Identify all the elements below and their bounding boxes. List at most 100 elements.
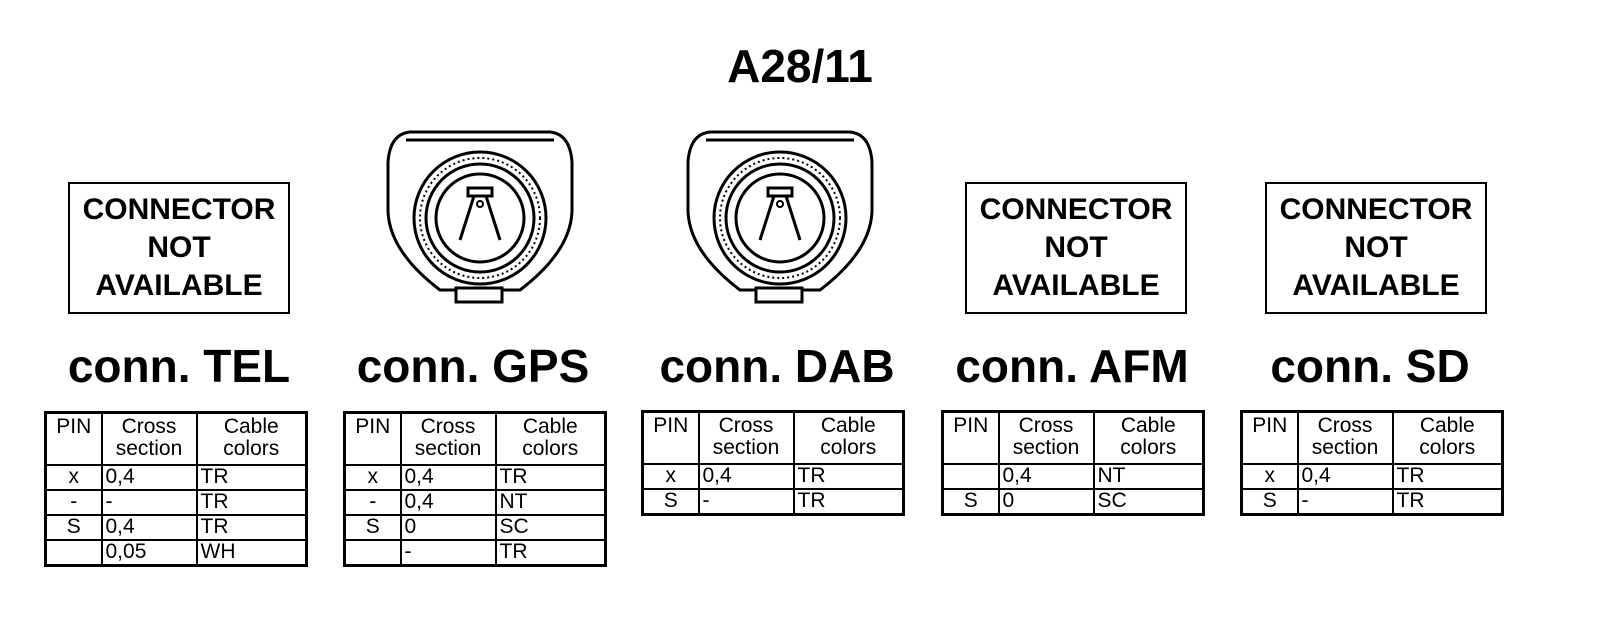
header-line: Cross xyxy=(121,415,177,438)
cross-section-cell: 0,05 xyxy=(100,539,198,567)
cable-color-cell: TR xyxy=(195,514,308,541)
sd-not-available-box: CONNECTOR NOT AVAILABLE xyxy=(1265,182,1487,314)
dab-connector-icon xyxy=(686,130,874,304)
header-line: section xyxy=(712,436,780,459)
na-line-2: NOT xyxy=(1044,231,1108,264)
header-line: section xyxy=(1012,436,1080,459)
header-line: Cross xyxy=(1018,414,1074,437)
na-line-1: CONNECTOR xyxy=(82,193,276,226)
cable-color-cell: NT xyxy=(1092,463,1205,490)
pin-cell: S xyxy=(941,488,1000,516)
conn-afm-label: conn. AFM xyxy=(955,340,1189,392)
na-line-3: AVAILABLE xyxy=(1292,269,1460,302)
header-line: Cable xyxy=(1120,414,1176,437)
conn-tel-label: conn. TEL xyxy=(67,340,291,392)
table-row: --TR xyxy=(44,489,308,516)
cable-color-cell: TR xyxy=(195,489,308,516)
pin-cell xyxy=(343,539,402,567)
pin-header: PIN xyxy=(44,411,103,466)
pin-cell: x xyxy=(343,464,402,491)
na-line-1: CONNECTOR xyxy=(979,193,1173,226)
cable-color-cell: SC xyxy=(494,514,607,541)
pin-cell xyxy=(44,539,103,567)
cable-color-cell: TR xyxy=(195,464,308,491)
cable-color-cell: TR xyxy=(494,464,607,491)
pin-header: PIN xyxy=(641,410,700,465)
header-line: colors xyxy=(1120,436,1177,459)
cross-section-cell: 0,4 xyxy=(399,464,497,491)
table-row: S-TR xyxy=(1240,488,1504,516)
header-line: colors xyxy=(223,437,280,460)
header-line: Cross xyxy=(1317,414,1373,437)
header-line: Cross xyxy=(718,414,774,437)
cross-section-cell: 0,4 xyxy=(997,463,1095,490)
pin-cell: x xyxy=(1240,463,1299,490)
cable-color-cell: TR xyxy=(1391,488,1504,516)
pin-cell: - xyxy=(343,489,402,516)
na-line-2: NOT xyxy=(1344,231,1408,264)
pin-cell: x xyxy=(641,463,700,490)
pin-cell: - xyxy=(44,489,103,516)
cross-section-cell: - xyxy=(100,489,198,516)
header-line: colors xyxy=(820,436,877,459)
pin-cell: S xyxy=(44,514,103,541)
pin-header: PIN xyxy=(941,410,1000,465)
na-line-1: CONNECTOR xyxy=(1279,193,1473,226)
pin-cell: x xyxy=(44,464,103,491)
header-line: colors xyxy=(1419,436,1476,459)
na-line-3: AVAILABLE xyxy=(992,269,1160,302)
na-line-2: NOT xyxy=(147,231,211,264)
cable-color-cell: NT xyxy=(494,489,607,516)
header-line: Cross xyxy=(420,415,476,438)
diagram-title: A28/11 xyxy=(727,40,873,92)
cable-color-cell: TR xyxy=(494,539,607,567)
cross-section-cell: 0,4 xyxy=(100,514,198,541)
cable-color-cell: TR xyxy=(792,488,905,516)
tel-not-available-box: CONNECTOR NOT AVAILABLE xyxy=(68,182,290,314)
pin-cell: S xyxy=(343,514,402,541)
header-line: section xyxy=(115,437,183,460)
header-line: Cable xyxy=(522,415,578,438)
pin-header: PIN xyxy=(343,411,402,466)
cross-section-cell: 0,4 xyxy=(100,464,198,491)
cross-section-cell: 0,4 xyxy=(1296,463,1394,490)
table-row: S-TR xyxy=(641,488,905,516)
pin-cell xyxy=(941,463,1000,490)
pin-header: PIN xyxy=(1240,410,1299,465)
pin-cell: S xyxy=(1240,488,1299,516)
cross-section-cell: 0 xyxy=(997,488,1095,516)
header-line: Cable xyxy=(820,414,876,437)
na-line-3: AVAILABLE xyxy=(95,269,263,302)
table-row: -TR xyxy=(343,539,607,567)
conn-gps-label: conn. GPS xyxy=(356,340,590,392)
cross-section-cell: - xyxy=(697,488,795,516)
header-line: section xyxy=(414,437,482,460)
cross-section-cell: 0,4 xyxy=(399,489,497,516)
conn-sd-label: conn. SD xyxy=(1270,340,1470,392)
cross-section-cell: - xyxy=(1296,488,1394,516)
gps-connector-icon xyxy=(386,130,574,304)
header-line: colors xyxy=(522,437,579,460)
